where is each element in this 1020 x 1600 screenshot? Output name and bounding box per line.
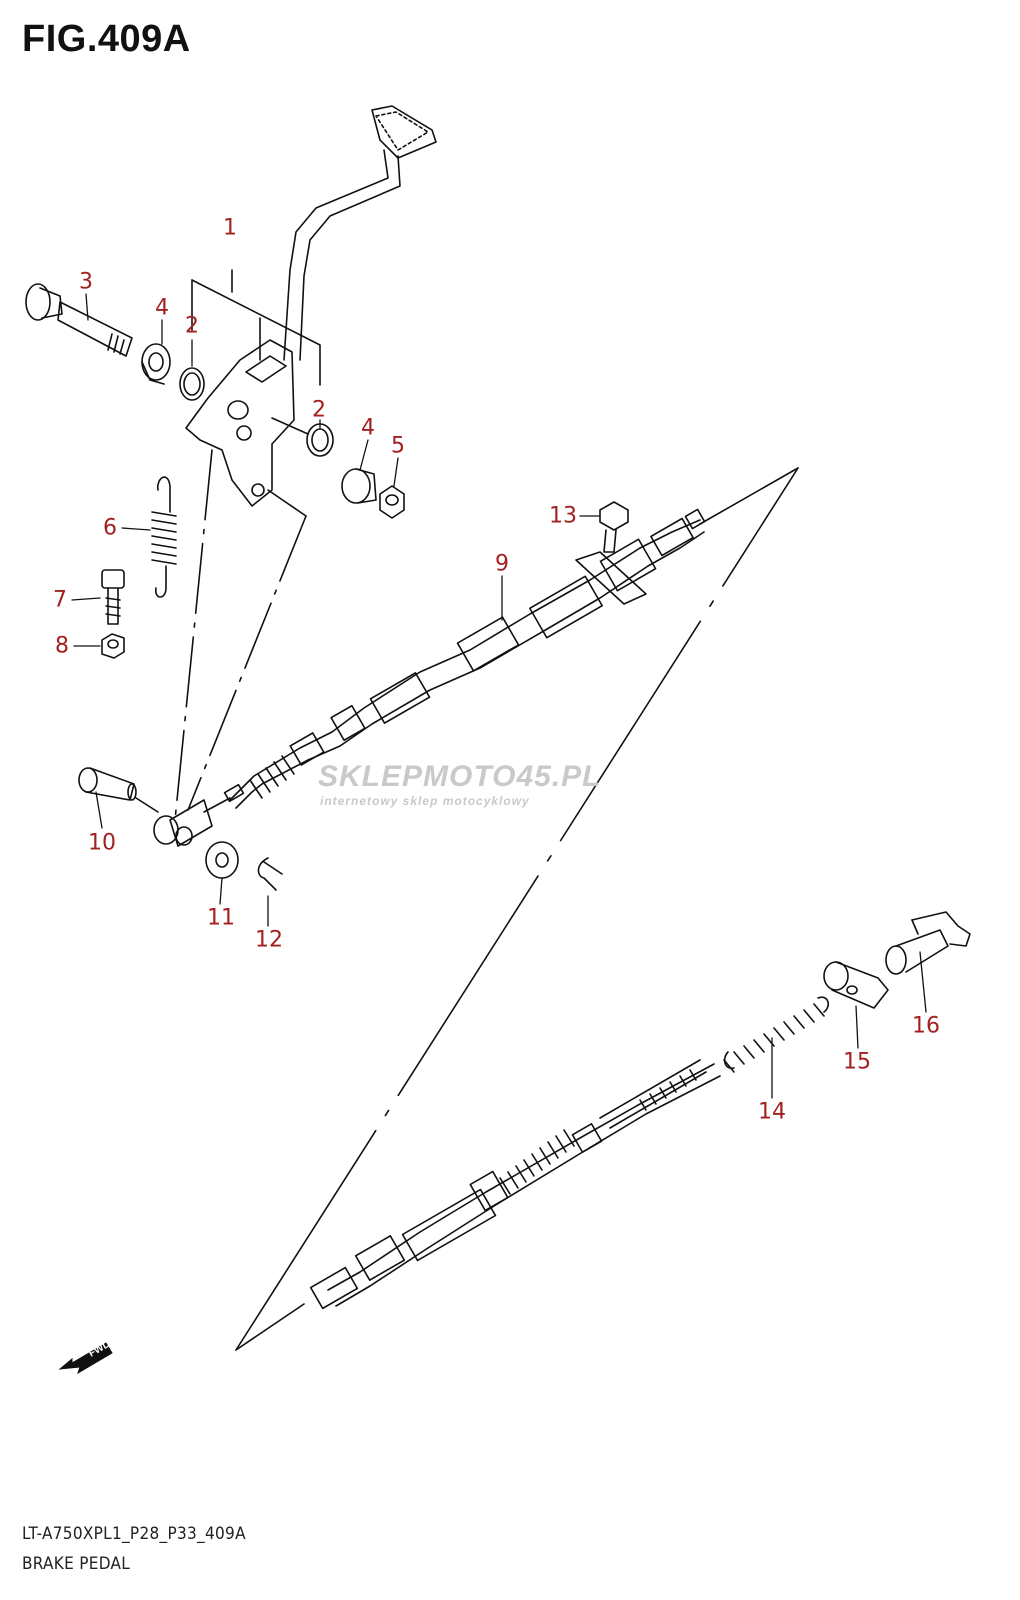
seal-right xyxy=(271,417,334,457)
cable-spring xyxy=(723,996,830,1073)
brake-cable-lower xyxy=(309,1059,721,1310)
callout-label[interactable]: 8 xyxy=(55,633,69,659)
brake-cable-upper xyxy=(223,508,706,809)
callout-label[interactable]: 9 xyxy=(495,551,509,577)
washer-left xyxy=(141,343,171,385)
callout-label[interactable]: 7 xyxy=(53,587,67,613)
callout-label[interactable]: 13 xyxy=(549,503,577,529)
cable-joint xyxy=(885,911,971,975)
callout-label[interactable]: 6 xyxy=(103,515,117,541)
bolt-small xyxy=(101,569,125,625)
section-name: BRAKE PEDAL xyxy=(22,1554,131,1574)
clamp-bolt xyxy=(599,501,629,553)
fwd-arrow-icon: FWD xyxy=(58,1335,118,1380)
callout-label[interactable]: 16 xyxy=(912,1013,940,1039)
watermark: SKLEPMOTO45.PL internetowy sklep motocyk… xyxy=(318,760,602,808)
callout-label[interactable]: 4 xyxy=(361,415,375,441)
callout-leaders xyxy=(71,293,927,1099)
cotter-clip xyxy=(257,857,283,891)
callout-label[interactable]: 1 xyxy=(223,215,237,241)
callout-label[interactable]: 15 xyxy=(843,1049,871,1075)
pivot-bolt-drawing xyxy=(25,283,133,357)
projection-lines xyxy=(174,449,307,821)
watermark-brand: SKLEPMOTO45.PL xyxy=(318,760,602,793)
clevis xyxy=(153,797,231,847)
callout-label[interactable]: 5 xyxy=(391,433,405,459)
figure-title: FIG.409A xyxy=(22,18,191,60)
flat-washer xyxy=(205,841,239,879)
seal-left xyxy=(179,367,205,401)
watermark-tagline: internetowy sklep motocyklowy xyxy=(320,794,530,808)
callout-label[interactable]: 10 xyxy=(88,830,116,856)
callout-label[interactable]: 2 xyxy=(312,397,326,423)
callout-label[interactable]: 4 xyxy=(155,295,169,321)
model-code: LT-A750XPL1_P28_P33_409A xyxy=(22,1524,246,1544)
clevis-pin xyxy=(78,767,159,813)
washer-right xyxy=(341,468,377,504)
callout-label[interactable]: 11 xyxy=(207,905,235,931)
callout-label[interactable]: 3 xyxy=(79,269,93,295)
nut-small xyxy=(101,633,125,659)
nut xyxy=(379,485,405,519)
cable-projection xyxy=(235,467,799,1351)
brake-pedal-drawing xyxy=(185,105,437,507)
callout-label[interactable]: 2 xyxy=(185,313,199,339)
return-spring xyxy=(151,476,177,598)
cable-adjuster xyxy=(823,961,889,1009)
callout-label[interactable]: 12 xyxy=(255,927,283,953)
bracket-lines xyxy=(191,269,321,386)
callout-label[interactable]: 14 xyxy=(758,1099,786,1125)
